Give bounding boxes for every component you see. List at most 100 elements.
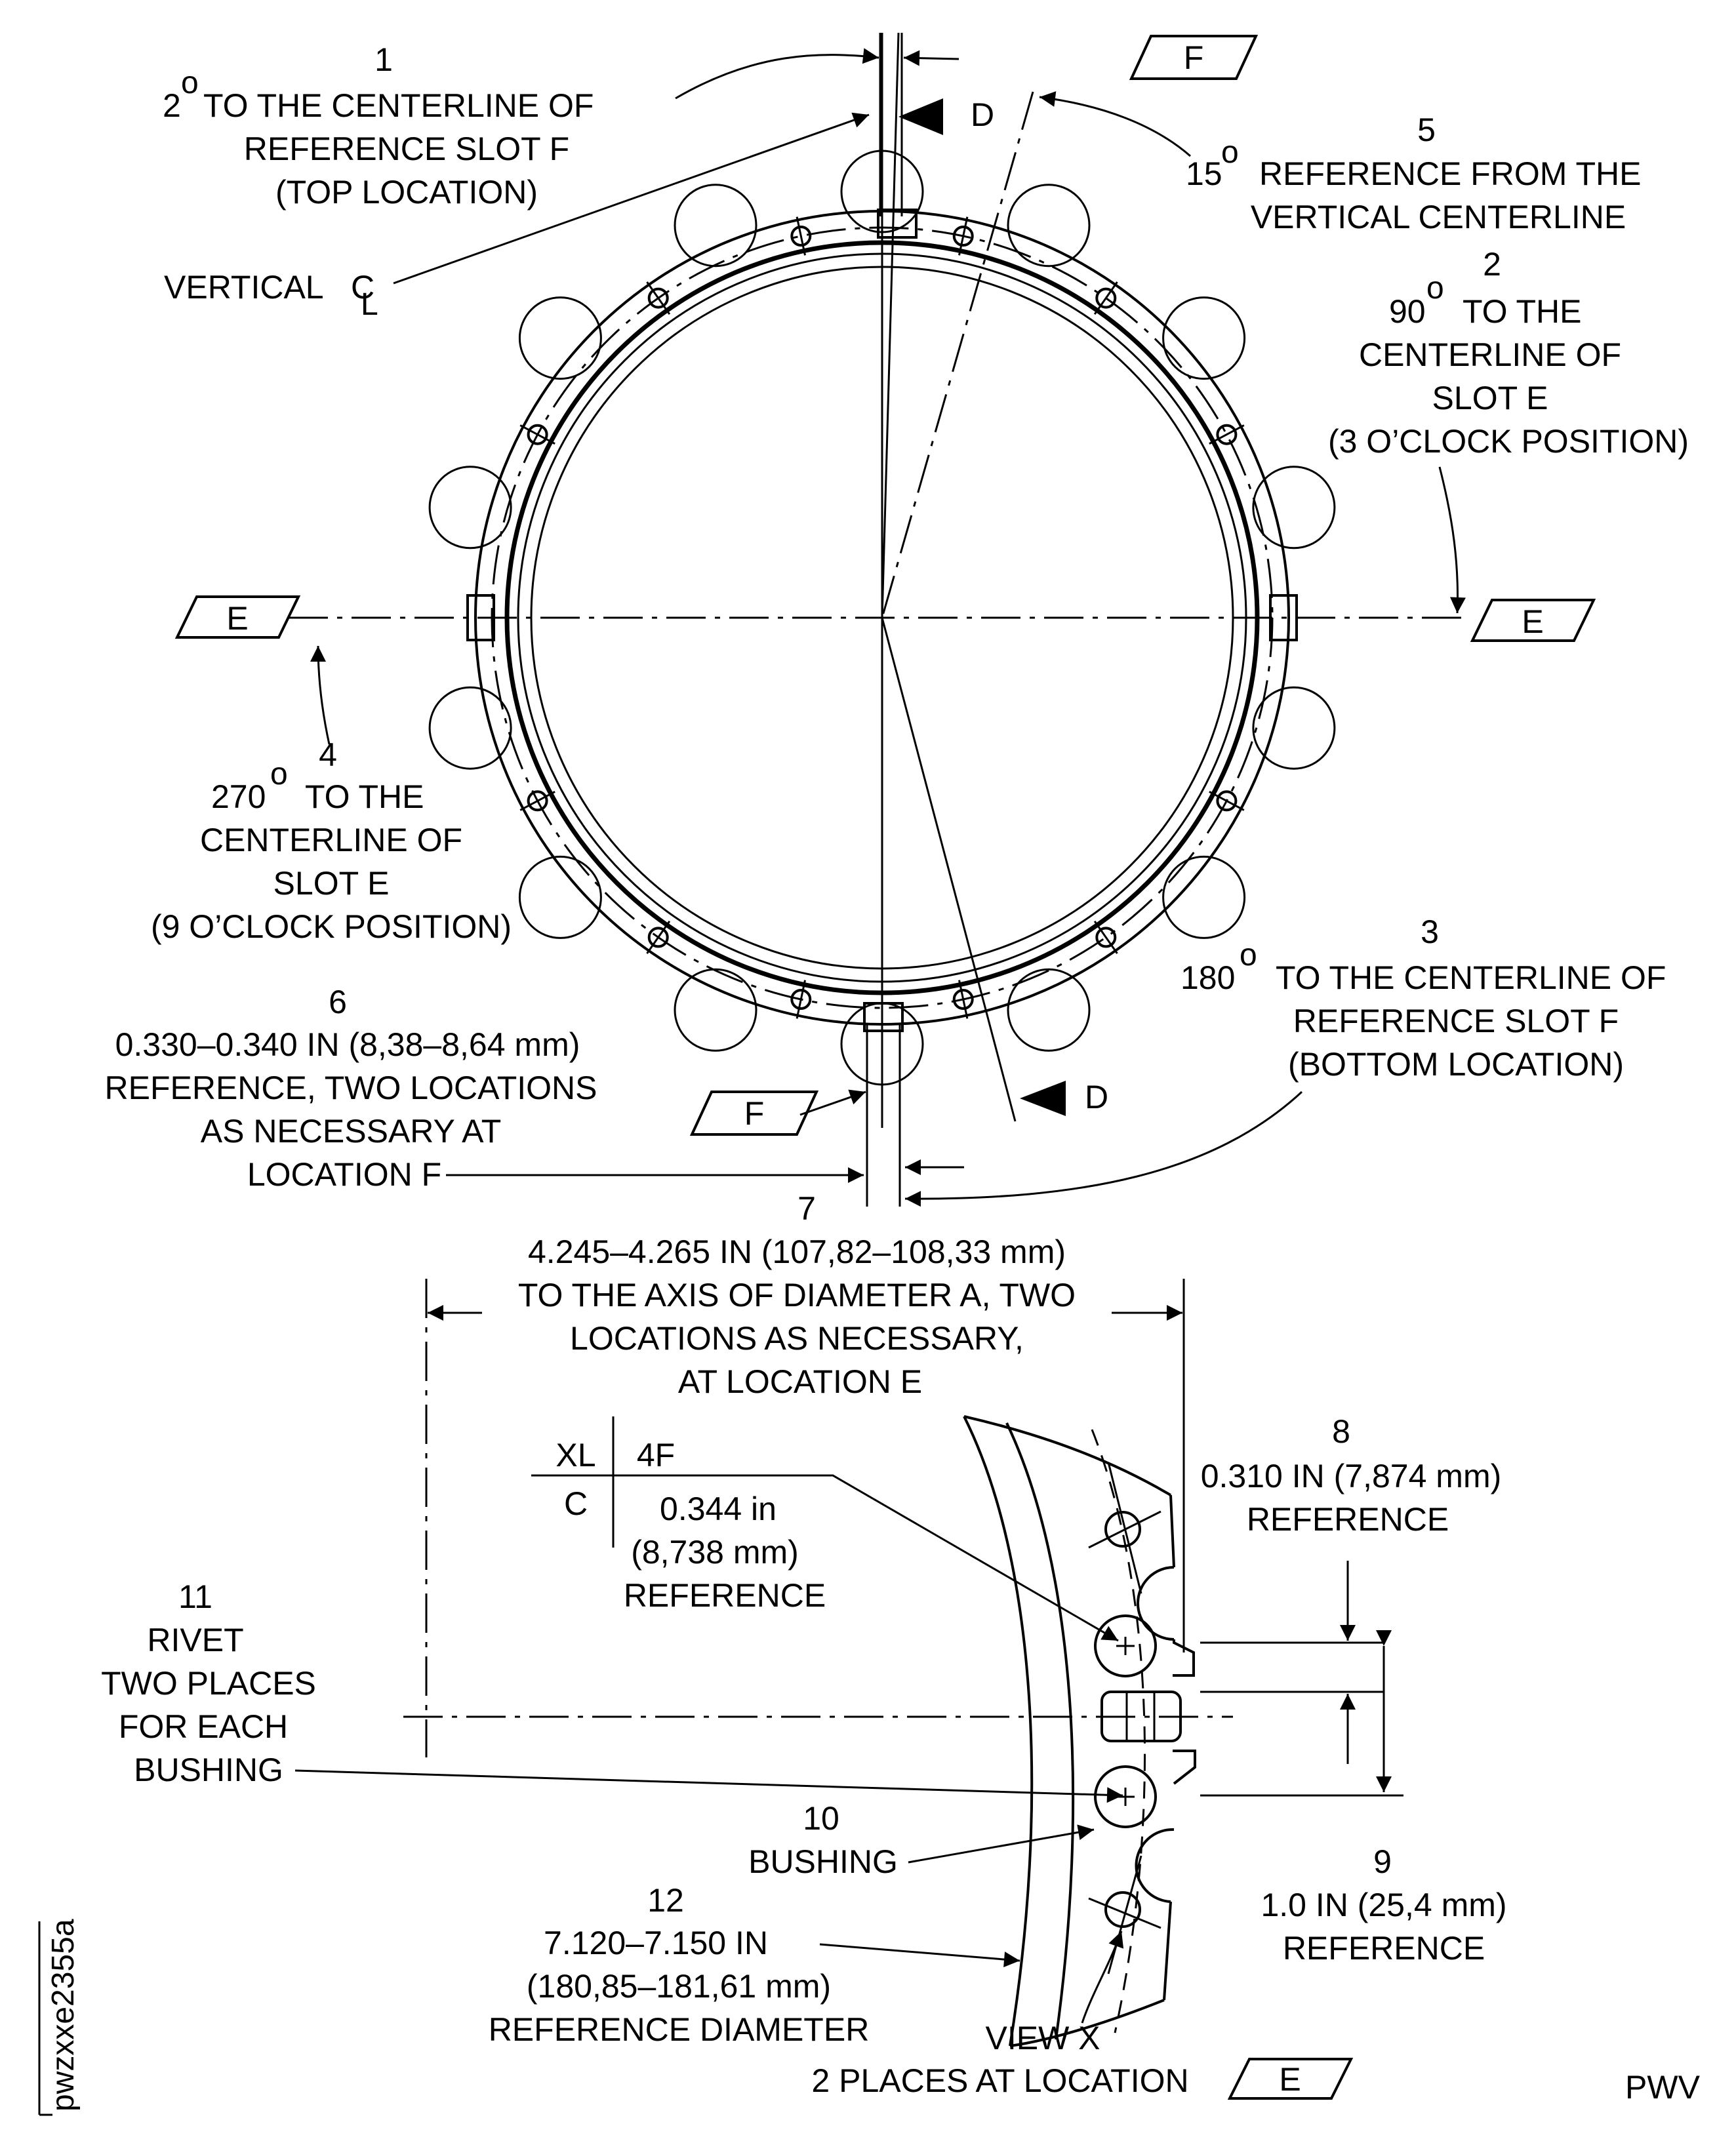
scallop-6 [1162, 855, 1246, 939]
figure-id-text: pwzxxe2355a [46, 1919, 81, 2112]
section-d-top: D [898, 96, 994, 135]
datum-e-left: E [174, 595, 301, 639]
callout-3-line-3: (BOTTOM LOCATION) [1288, 1046, 1624, 1083]
bolt-hole-5 [1216, 424, 1238, 445]
bolt-hole-tick-1 [958, 216, 969, 256]
bolt-hole-tick-9 [1093, 920, 1118, 954]
callout-12-line-3: REFERENCE DIAMETER [489, 2011, 870, 2048]
bolt-hole-2 [790, 226, 812, 247]
scallop-13 [518, 296, 602, 380]
view-x-label: VIEW X [985, 2020, 1100, 2056]
callout-3-deg: o [1240, 938, 1257, 972]
datum-e-view-label: E [1279, 2061, 1301, 2098]
callout-7-num: 7 [797, 1190, 816, 1227]
scallop-9 [674, 968, 757, 1052]
bolt-hole-7 [1216, 790, 1238, 812]
bolt-hole-tick-7 [1209, 790, 1245, 811]
callout-3-angle: 180 [1181, 959, 1235, 996]
callout-1-deg: o [181, 66, 199, 100]
vertical-cl-text: VERTICAL [164, 269, 324, 306]
section-d-bottom-label: D [1085, 1079, 1108, 1115]
callout-8-line-1: 0.310 IN (7,874 mm) [1201, 1458, 1502, 1494]
callout-3: 3 180 o TO THE CENTERLINE OF REFERENCE S… [904, 913, 1666, 1207]
callout-11-line-4: BUSHING [134, 1752, 283, 1788]
view-x-subtitle: 2 PLACES AT LOCATION [811, 2062, 1188, 2099]
datum-e-view: E [1227, 2058, 1354, 2100]
scallop-7 [1007, 968, 1091, 1052]
callout-1-num: 1 [374, 41, 393, 78]
callout-3-line-1: TO THE CENTERLINE OF [1276, 959, 1666, 996]
datum-e-right: E [1470, 599, 1596, 642]
callout-9-line-1: 1.0 IN (25,4 mm) [1261, 1887, 1506, 1923]
callout-7-line-1: 4.245–4.265 IN (107,82–108,33 mm) [528, 1233, 1066, 1270]
scallop-14 [674, 184, 757, 268]
bolt-hole-9 [1095, 927, 1117, 948]
callout-10-num: 10 [803, 1800, 839, 1837]
bolt-hole-6 [527, 424, 548, 445]
callout-3-line-2: REFERENCE SLOT F [1293, 1003, 1619, 1039]
bolt-hole-12 [790, 989, 812, 1010]
datum-f-top: F [1129, 35, 1259, 80]
table-col2-row-3: REFERENCE [624, 1577, 826, 1614]
callout-4-line-4: (9 O’CLOCK POSITION) [151, 908, 512, 945]
cl-symbol: C [351, 269, 374, 306]
slot-f-centerline [881, 32, 900, 618]
callout-6-line-3: AS NECESSARY AT [201, 1113, 502, 1150]
callout-2-deg: o [1426, 271, 1444, 306]
scallop-12 [428, 466, 512, 550]
scallop-10 [518, 855, 602, 939]
bolt-hole-tick-6 [519, 424, 555, 445]
bolt-hole-1 [952, 226, 974, 247]
callout-5-line-2: VERTICAL CENTERLINE [1251, 199, 1626, 235]
datum-f-bottom-label: F [744, 1095, 765, 1132]
view-x-title: VIEW X 2 PLACES AT LOCATION [811, 1931, 1189, 2099]
callout-11-line-1: RIVET [147, 1622, 243, 1658]
callout-6-num: 6 [329, 984, 347, 1020]
callout-2-angle: 90 [1389, 293, 1426, 330]
callout-11: 11 RIVET TWO PLACES FOR EACH BUSHING [101, 1578, 1123, 1803]
callout-1-line-1: TO THE CENTERLINE OF [203, 87, 594, 124]
table-col2-row-1: 0.344 in [660, 1491, 777, 1527]
slot-f-top [877, 209, 918, 239]
callout-9-num: 9 [1373, 1843, 1392, 1880]
callout-5-deg: o [1221, 135, 1239, 170]
scallop-11 [428, 686, 512, 770]
callout-10: 10 BUSHING [748, 1800, 1095, 1880]
callout-5-line-1: REFERENCE FROM THE [1259, 155, 1641, 192]
callout-7: 7 4.245–4.265 IN (107,82–108,33 mm) TO T… [425, 1190, 1185, 1757]
section-d-line [881, 617, 1017, 1122]
callout-4-deg: o [270, 757, 288, 791]
callout-4-angle: 270 [211, 778, 266, 815]
fifteen-degree-line [881, 91, 1034, 618]
callout-4: 4 270 o TO THE CENTERLINE OF SLOT E (9 O… [151, 645, 512, 945]
callout-6-line-2: REFERENCE, TWO LOCATIONS [104, 1070, 597, 1106]
scallop-4 [1252, 466, 1336, 550]
bolt-hole-tick-10 [646, 920, 671, 954]
bolt-hole-tick-5 [1209, 424, 1245, 445]
table-col1-row: C [564, 1485, 588, 1522]
table-col1-head: XL [555, 1437, 595, 1473]
bolt-hole-11 [952, 989, 974, 1010]
section-d-bottom: D [1020, 1079, 1108, 1116]
callout-4-line-1: TO THE [305, 778, 424, 815]
datum-e-right-label: E [1522, 603, 1543, 640]
callout-6: 6 0.330–0.340 IN (8,38–8,64 mm) REFERENC… [104, 984, 866, 1193]
section-d-top-label: D [971, 96, 994, 133]
callout-11-num: 11 [178, 1578, 212, 1615]
bolt-hole-tick-8 [519, 790, 555, 811]
callout-5-num: 5 [1417, 111, 1436, 148]
callout-11-line-3: FOR EACH [119, 1708, 288, 1745]
callout-4-line-2: CENTERLINE OF [200, 822, 462, 858]
brand-label: PWV [1625, 2069, 1701, 2106]
bolt-hole-10 [647, 927, 669, 948]
datum-f-bottom: F [689, 1091, 819, 1136]
callout-2-line-4: (3 O’CLOCK POSITION) [1328, 423, 1689, 460]
cl-symbol-sub: L [361, 287, 378, 322]
callout-9: 9 1.0 IN (25,4 mm) REFERENCE [1261, 1843, 1506, 1967]
callout-11-line-2: TWO PLACES [101, 1665, 316, 1702]
callout-7-line-2: TO THE AXIS OF DIAMETER A, TWO [518, 1277, 1076, 1313]
bolt-hole-tick-4 [646, 281, 671, 315]
callout-8-num: 8 [1332, 1413, 1350, 1450]
